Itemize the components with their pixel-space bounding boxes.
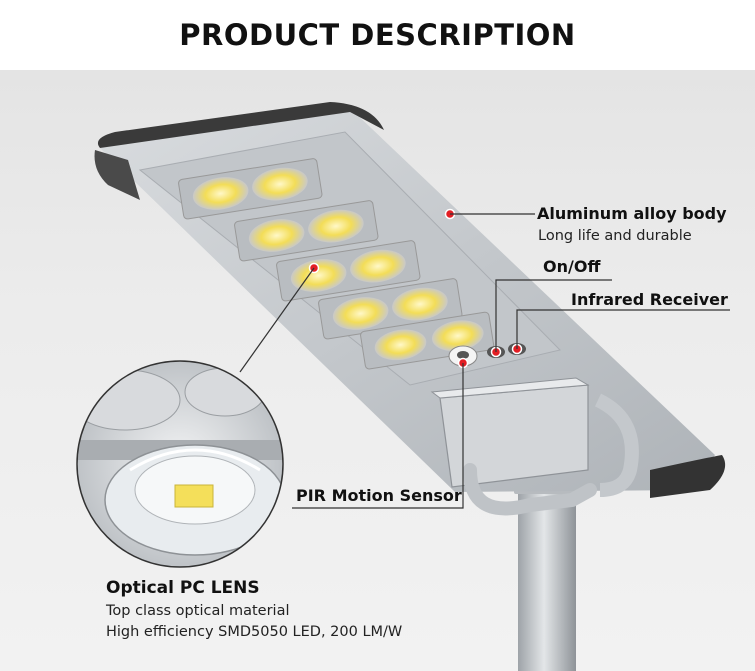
- infrared-receiver-label: Infrared Receiver: [571, 290, 728, 309]
- end-cap-top: [97, 102, 384, 148]
- end-cap-bottom: [650, 455, 726, 498]
- aluminum-body-subtitle: Long life and durable: [538, 228, 692, 244]
- page-title: PRODUCT DESCRIPTION: [179, 18, 576, 52]
- pir-sensor-label: PIR Motion Sensor: [296, 486, 462, 505]
- lens-magnifier: [76, 360, 284, 568]
- aluminum-body-title: Aluminum alloy body: [537, 204, 727, 223]
- pole: [518, 490, 576, 671]
- header: PRODUCT DESCRIPTION: [0, 0, 755, 70]
- street-light-illustration: [76, 102, 730, 671]
- product-illustration-stage: Aluminum alloy body Long life and durabl…: [0, 70, 755, 671]
- lens-line-1: Top class optical material: [106, 603, 290, 619]
- lens-line-2: High efficiency SMD5050 LED, 200 LM/W: [106, 624, 403, 640]
- lens-title: Optical PC LENS: [106, 578, 260, 598]
- led-module-rows: [178, 158, 495, 370]
- lens-circle-border: [76, 360, 284, 568]
- on-off-label: On/Off: [543, 257, 601, 276]
- mount-bracket: [439, 384, 589, 488]
- leader-lines: [239, 213, 730, 509]
